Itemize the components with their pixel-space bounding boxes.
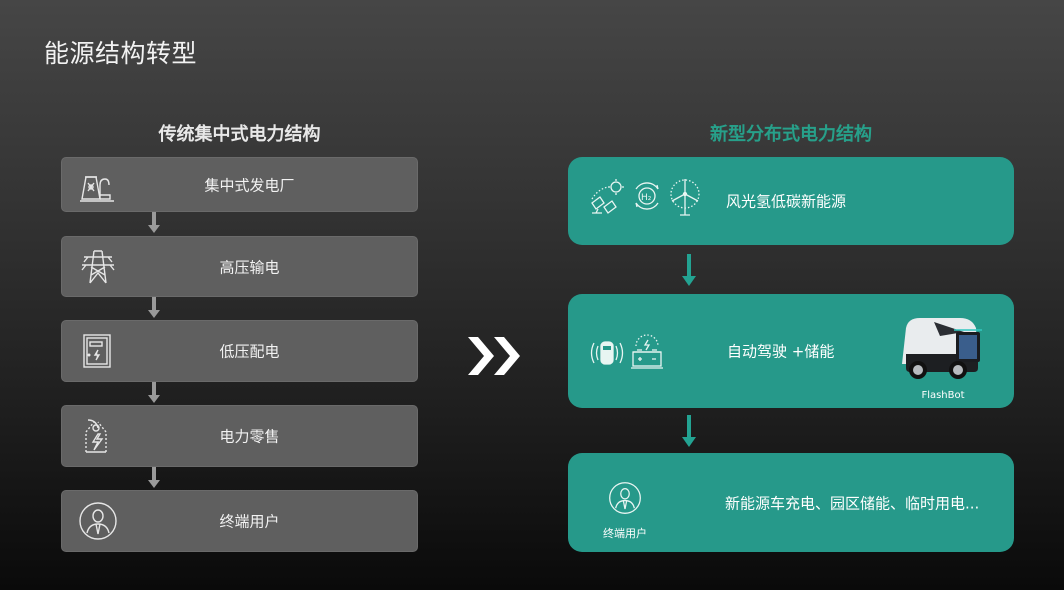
- down-arrow-icon: [682, 254, 696, 286]
- step-label: 风光氢低碳新能源: [726, 192, 847, 211]
- end-user-caption: 终端用户: [603, 527, 647, 540]
- step-electricity-retail: 电力零售: [61, 405, 418, 467]
- step-label: 电力零售: [219, 427, 280, 446]
- page-title: 能源结构转型: [44, 39, 198, 68]
- step-label: 终端用户: [219, 512, 280, 531]
- distributed-structure-heading: 新型分布式电力结构: [710, 124, 872, 145]
- step-high-voltage-transmission: 高压输电: [61, 236, 418, 297]
- flashbot-robot-image: [898, 314, 988, 386]
- down-arrow-icon: [682, 415, 696, 447]
- step-label: 新能源车充电、园区储能、临时用电...: [725, 494, 980, 512]
- power-plant-icon: [78, 165, 118, 205]
- step-power-plant: 集中式发电厂: [61, 157, 418, 212]
- traditional-structure-heading: 传统集中式电力结构: [158, 124, 321, 145]
- hydrogen-cycle-icon: H₂: [630, 179, 664, 217]
- step-label: 集中式发电厂: [204, 176, 295, 194]
- step-autonomous-storage: 自动驾驶 +储能 FlashBot: [568, 294, 1014, 408]
- svg-text:H₂: H₂: [641, 193, 652, 203]
- step-renewable-energy: H₂ 风光氢低碳新能源: [568, 157, 1014, 245]
- autonomous-car-icon: [590, 338, 624, 372]
- down-arrow-icon: [148, 212, 160, 234]
- down-arrow-icon: [148, 297, 160, 319]
- electricity-tag-icon: [78, 416, 118, 456]
- step-end-user-applications: 终端用户 新能源车充电、园区储能、临时用电...: [568, 453, 1014, 552]
- step-end-user: 终端用户: [61, 490, 418, 552]
- flashbot-caption: FlashBot: [921, 390, 965, 401]
- user-icon: [78, 501, 118, 541]
- down-arrow-icon: [148, 382, 160, 404]
- solar-panel-icon: [588, 177, 626, 221]
- battery-icon: [630, 334, 664, 374]
- wind-turbine-icon: [668, 177, 702, 221]
- step-label: 高压输电: [219, 258, 280, 276]
- distribution-cabinet-icon: [78, 331, 118, 371]
- transmission-tower-icon: [78, 247, 118, 287]
- step-low-voltage-distribution: 低压配电: [61, 320, 418, 382]
- step-label: 低压配电: [219, 342, 280, 361]
- double-chevron-right-icon: [466, 333, 526, 379]
- user-icon: [608, 481, 642, 519]
- step-label: 自动驾驶 +储能: [727, 342, 835, 361]
- down-arrow-icon: [148, 467, 160, 489]
